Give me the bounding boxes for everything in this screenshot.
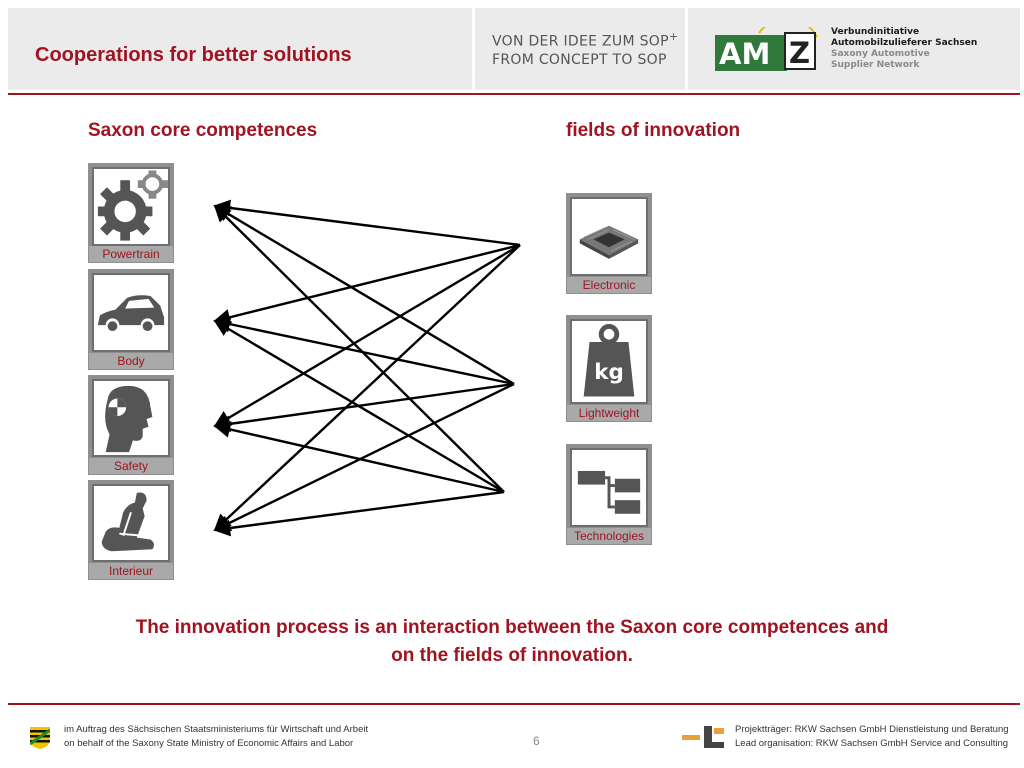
kg-weight-icon: kg [570,319,648,404]
footer-right-text: Projektträger: RKW Sachsen GmbH Dienstle… [735,723,1009,751]
page-number: 6 [533,734,540,748]
svg-text:Z: Z [789,36,810,70]
tile-label: Safety [89,458,173,474]
amz-logo: AM Z [713,17,825,75]
logo-sub-line1: Verbundinitiative [831,27,920,37]
arrow-electronic-body [213,243,521,326]
logo-sub-line3: Saxony Automotive [831,49,930,59]
footer-left-line1: im Auftrag des Sächsischen Staatsministe… [64,724,369,735]
competence-tile-body: Body [88,269,174,370]
slogan-line1: VON DER IDEE ZUM SOP [492,33,669,50]
competence-tile-powertrain: Powertrain [88,163,174,263]
slogan-line2: FROM CONCEPT TO SOP [492,51,667,68]
logo-subtitle: Verbundinitiative Automobilzulieferer Sa… [831,27,977,71]
page-title: Cooperations for better solutions [35,44,352,66]
tile-label: Powertrain [89,246,173,262]
gear-icon [92,167,170,246]
left-column-heading: Saxon core competences [88,120,318,141]
arrow-technologies-safety [213,421,505,494]
right-column-heading: fields of innovation [566,120,741,141]
conclusion-text: The innovation process is an interaction… [30,614,994,670]
arrow-electronic-powertrain [213,199,521,247]
tile-label: Technologies [567,528,651,544]
rkw-logo-icon [682,726,724,750]
svg-text:kg: kg [594,360,624,385]
tile-label: Interieur [89,563,173,579]
innovation-tile-lightweight: kg Lightweight [566,315,652,422]
conclusion-line1: The innovation process is an interaction… [135,617,889,638]
logo-sub-line2: Automobilzulieferer Sachsen [831,38,978,48]
header-bar: Cooperations for better solutions VON DE… [8,8,1020,90]
slogan: VON DER IDEE ZUM SOP+ FROM CONCEPT TO SO… [492,28,678,69]
header-divider [472,8,475,90]
tile-label: Lightweight [567,405,651,421]
slogan-sup: + [668,30,679,43]
logo-sub-line4: Supplier Network [831,60,920,70]
competence-tile-interieur: Interieur [88,480,174,580]
footer-left-line2: on behalf of the Saxony State Ministry o… [64,738,354,749]
header-rule [8,93,1020,95]
tile-label: Body [89,353,173,369]
microchip-icon [570,197,648,276]
crash-dummy-icon [92,379,170,457]
competence-tile-safety: Safety [88,375,174,475]
header-divider [685,8,688,90]
tile-label: Electronic [567,277,651,293]
car-body-icon [92,273,170,352]
svg-text:AM: AM [719,37,770,71]
saxony-coat-of-arms-icon [29,727,51,749]
innovation-tile-technologies: Technologies [566,444,652,545]
arrow-technologies-body [213,319,505,494]
arrow-electronic-safety [213,243,521,428]
footer-left-text: im Auftrag des Sächsischen Staatsministe… [64,723,368,751]
footer-rule [8,703,1020,705]
footer-right-line2: Lead organisation: RKW Sachsen GmbH Serv… [735,738,1009,749]
arrow-electronic-interieur [213,244,521,532]
arrow-lightweight-powertrain [213,204,515,386]
arrow-lightweight-interieur [213,382,515,532]
arrow-lightweight-safety [213,382,515,433]
arrow-lightweight-body [213,315,515,386]
arrow-technologies-powertrain [213,204,505,493]
conclusion-line2: on the fields of innovation. [391,645,633,666]
process-flow-icon [570,448,648,527]
footer-right-line1: Projektträger: RKW Sachsen GmbH Dienstle… [735,724,1009,735]
car-seat-icon [92,484,170,562]
innovation-tile-electronic: Electronic [566,193,652,294]
arrow-technologies-interieur [213,490,505,537]
